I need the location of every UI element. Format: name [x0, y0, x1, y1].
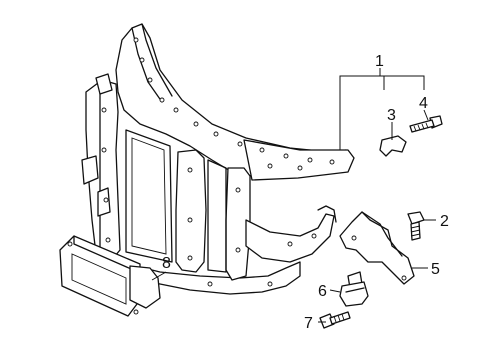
callout-3: 3	[387, 107, 396, 124]
callout-8: 8	[162, 255, 171, 272]
bolt-2[interactable]	[407, 211, 425, 241]
callout-leaders	[151, 68, 436, 323]
callout-6: 6	[318, 283, 327, 300]
callout-7: 7	[304, 315, 313, 332]
callout-1: 1	[375, 53, 384, 70]
bracket-3[interactable]	[379, 135, 407, 157]
sensor-6[interactable]	[339, 271, 369, 307]
callout-2: 2	[440, 213, 449, 230]
callout-4: 4	[419, 95, 428, 112]
bolt-4[interactable]	[409, 115, 443, 133]
panel-holes	[101, 37, 335, 287]
bolt-7[interactable]	[319, 311, 351, 329]
callout-labels: 1 3 4 2 5 6 7 8	[162, 53, 449, 332]
control-module[interactable]	[59, 235, 161, 317]
bracket-5[interactable]	[339, 211, 415, 285]
callout-5: 5	[431, 261, 440, 278]
radiator-support-panel[interactable]	[81, 23, 355, 295]
